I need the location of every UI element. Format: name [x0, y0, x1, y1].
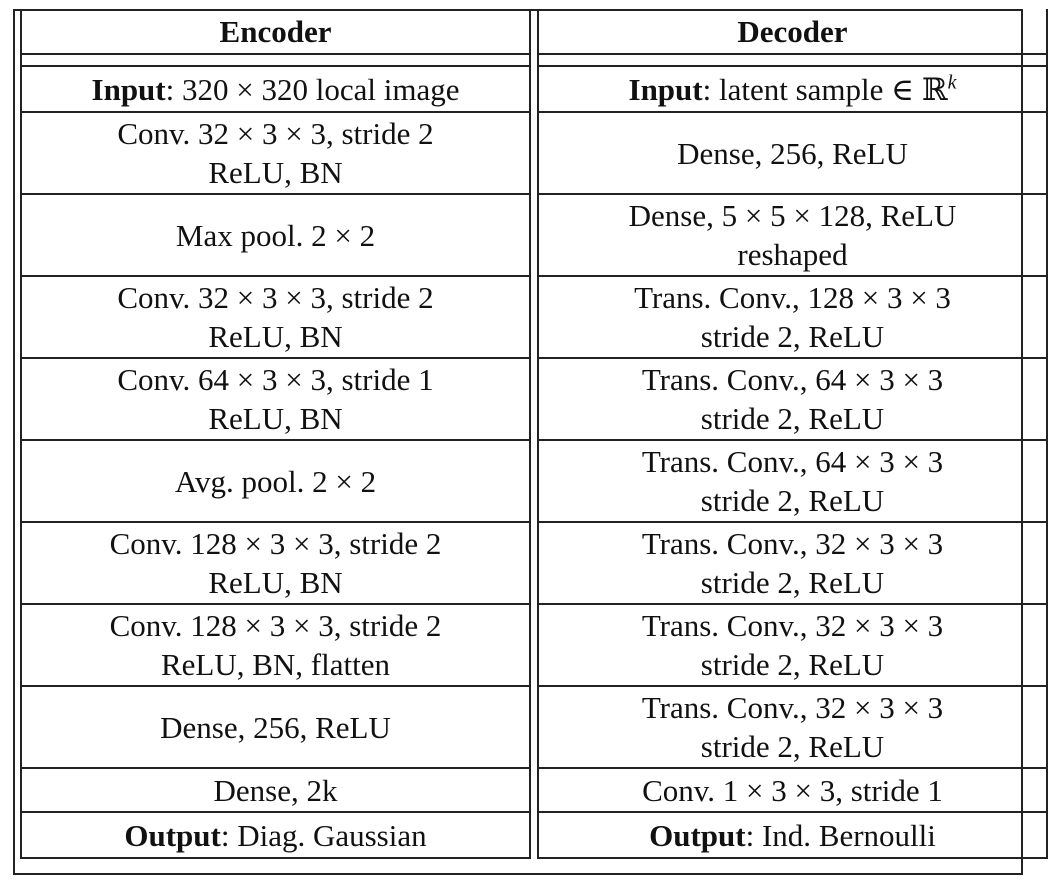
encoder-layer-cell: Dense, 2k: [20, 768, 531, 813]
layer-row: Avg. pool. 2 × 2 Trans. Conv., 64 × 3 × 3…: [20, 440, 1048, 523]
encoder-layer-text: ReLU, BN: [208, 155, 343, 190]
encoder-layer-text: Conv. 32 × 3 × 3, stride 2: [117, 116, 434, 151]
encoder-layer-cell: Conv. 32 × 3 × 3, stride 2 ReLU, BN: [20, 276, 531, 359]
encoder-layer-text: Avg. pool. 2 × 2: [174, 463, 377, 499]
header-row: Encoder Decoder: [20, 9, 1048, 54]
double-rule-encoder: [20, 53, 531, 67]
decoder-layer-text: stride 2, ReLU: [700, 319, 885, 354]
decoder-layer-cell: Dense, 256, ReLU: [537, 112, 1048, 195]
encoder-output-text: : Diag. Gaussian: [220, 817, 427, 853]
decoder-header: Decoder: [537, 9, 1048, 54]
decoder-output-cell: Output: Ind. Bernoulli: [537, 812, 1048, 859]
decoder-layer-text: Trans. Conv., 128 × 3 × 3: [634, 280, 951, 315]
decoder-layer-cell: Trans. Conv., 128 × 3 × 3 stride 2, ReLU: [537, 276, 1048, 359]
decoder-layer-cell: Trans. Conv., 32 × 3 × 3 stride 2, ReLU: [537, 522, 1048, 605]
layer-row: Conv. 128 × 3 × 3, stride 2 ReLU, BN, fla…: [20, 604, 1048, 687]
encoder-layer-text: ReLU, BN: [208, 319, 343, 354]
decoder-output-label: Output: [649, 817, 746, 853]
encoder-layer-text: Conv. 64 × 3 × 3, stride 1: [117, 362, 434, 397]
encoder-layer-text: Conv. 128 × 3 × 3, stride 2: [109, 608, 442, 643]
decoder-layer-text: stride 2, ReLU: [700, 401, 885, 436]
decoder-layer-cell: Trans. Conv., 32 × 3 × 3 stride 2, ReLU: [537, 686, 1048, 769]
column-gap: [529, 686, 539, 768]
decoder-layer-text: Trans. Conv., 32 × 3 × 3: [641, 608, 944, 643]
encoder-layer-cell: Dense, 256, ReLU: [20, 686, 531, 769]
encoder-layer-text: ReLU, BN: [208, 401, 343, 436]
layer-row: Dense, 256, ReLU Trans. Conv., 32 × 3 × 3…: [20, 686, 1048, 769]
encoder-output-cell: Output: Diag. Gaussian: [20, 812, 531, 859]
decoder-input-label: Input: [628, 71, 703, 107]
layer-row: Conv. 32 × 3 × 3, stride 2 ReLU, BN Dense,…: [20, 112, 1048, 195]
decoder-input-superscript: k: [947, 71, 957, 94]
decoder-layer-text: stride 2, ReLU: [700, 565, 885, 600]
decoder-layer-text: Dense, 256, ReLU: [677, 135, 908, 171]
architecture-table: Encoder Decoder Input: 320 × 320 local i…: [20, 9, 1048, 859]
column-gap: [529, 54, 539, 66]
encoder-layer-text: ReLU, BN, flatten: [160, 647, 390, 682]
encoder-layer-cell: Conv. 128 × 3 × 3, stride 2 ReLU, BN, fla…: [20, 604, 531, 687]
column-gap: [529, 440, 539, 522]
decoder-layer-text: stride 2, ReLU: [700, 647, 885, 682]
encoder-input-cell: Input: 320 × 320 local image: [20, 66, 531, 113]
column-gap: [529, 276, 539, 358]
encoder-layer-text: Dense, 2k: [213, 772, 338, 808]
column-gap: [529, 604, 539, 686]
encoder-header: Encoder: [20, 9, 531, 54]
layer-row: Conv. 64 × 3 × 3, stride 1 ReLU, BN Trans.…: [20, 358, 1048, 441]
encoder-layer-text: ReLU, BN: [208, 565, 343, 600]
encoder-layer-text: Conv. 32 × 3 × 3, stride 2: [117, 280, 434, 315]
double-rule-decoder: [537, 53, 1048, 67]
column-gap: [529, 194, 539, 276]
decoder-layer-text: Dense, 5 × 5 × 128, ReLU: [628, 198, 957, 233]
decoder-layer-cell: Trans. Conv., 64 × 3 × 3 stride 2, ReLU: [537, 358, 1048, 441]
decoder-layer-text: Trans. Conv., 32 × 3 × 3: [641, 526, 944, 561]
decoder-input-text: : latent sample ∈ ℝ: [702, 71, 948, 107]
encoder-layer-cell: Conv. 32 × 3 × 3, stride 2 ReLU, BN: [20, 112, 531, 195]
double-rule: [20, 53, 1048, 67]
encoder-layer-text: Conv. 128 × 3 × 3, stride 2: [109, 526, 442, 561]
decoder-layer-text: stride 2, ReLU: [700, 483, 885, 518]
decoder-layer-text: stride 2, ReLU: [700, 729, 885, 764]
input-row: Input: 320 × 320 local image Input: late…: [20, 66, 1048, 113]
decoder-layer-cell: Conv. 1 × 3 × 3, stride 1: [537, 768, 1048, 813]
encoder-layer-cell: Max pool. 2 × 2: [20, 194, 531, 277]
decoder-layer-text: Trans. Conv., 64 × 3 × 3: [641, 362, 944, 397]
column-gap: [529, 768, 539, 812]
encoder-output-label: Output: [124, 817, 221, 853]
column-gap: [529, 9, 539, 54]
decoder-layer-text: Trans. Conv., 64 × 3 × 3: [641, 444, 944, 479]
layer-row: Conv. 128 × 3 × 3, stride 2 ReLU, BN Trans…: [20, 522, 1048, 605]
column-gap: [529, 112, 539, 194]
layer-row: Dense, 2k Conv. 1 × 3 × 3, stride 1: [20, 768, 1048, 813]
column-gap: [529, 66, 539, 112]
encoder-input-label: Input: [91, 71, 166, 107]
encoder-layer-text: Dense, 256, ReLU: [160, 709, 391, 745]
decoder-layer-text: Conv. 1 × 3 × 3, stride 1: [642, 772, 943, 808]
encoder-layer-cell: Conv. 128 × 3 × 3, stride 2 ReLU, BN: [20, 522, 531, 605]
layer-row: Conv. 32 × 3 × 3, stride 2 ReLU, BN Trans.…: [20, 276, 1048, 359]
encoder-input-text: : 320 × 320 local image: [165, 71, 460, 107]
decoder-layer-cell: Trans. Conv., 64 × 3 × 3 stride 2, ReLU: [537, 440, 1048, 523]
decoder-layer-cell: Trans. Conv., 32 × 3 × 3 stride 2, ReLU: [537, 604, 1048, 687]
column-gap: [529, 812, 539, 858]
encoder-layer-cell: Conv. 64 × 3 × 3, stride 1 ReLU, BN: [20, 358, 531, 441]
encoder-layer-cell: Avg. pool. 2 × 2: [20, 440, 531, 523]
decoder-input-cell: Input: latent sample ∈ ℝk: [537, 66, 1048, 113]
encoder-layer-text: Max pool. 2 × 2: [175, 217, 376, 253]
decoder-layer-text: reshaped: [737, 237, 848, 272]
column-gap: [529, 522, 539, 604]
column-gap: [529, 358, 539, 440]
decoder-output-text: : Ind. Bernoulli: [745, 817, 936, 853]
decoder-layer-cell: Dense, 5 × 5 × 128, ReLU reshaped: [537, 194, 1048, 277]
output-row: Output: Diag. Gaussian Output: Ind. Bern…: [20, 812, 1048, 859]
decoder-layer-text: Trans. Conv., 32 × 3 × 3: [641, 690, 944, 725]
layer-row: Max pool. 2 × 2 Dense, 5 × 5 × 128, ReLU r…: [20, 194, 1048, 277]
